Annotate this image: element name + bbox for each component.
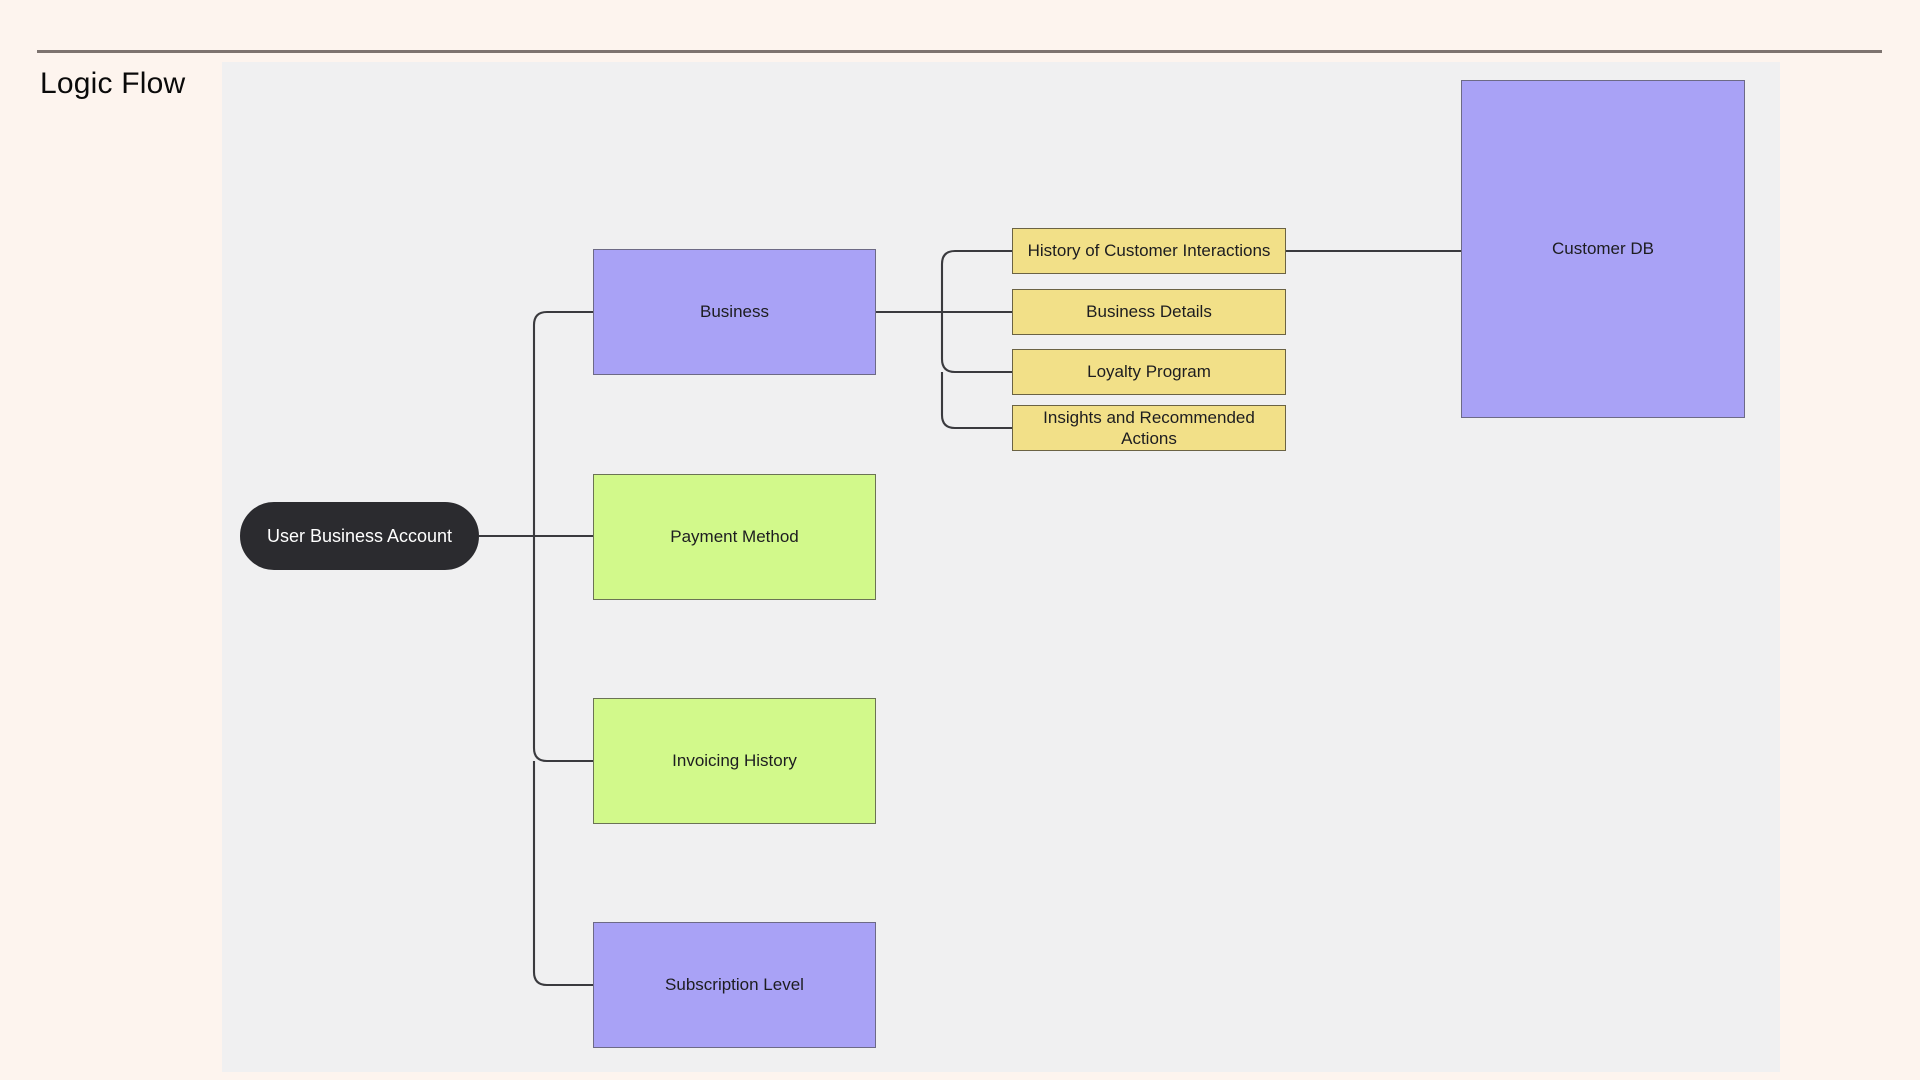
page-title: Logic Flow (40, 67, 186, 100)
node-label: Insights and Recommended Actions (1043, 407, 1255, 448)
node-label: Payment Method (670, 527, 799, 547)
node-customer-db[interactable]: Customer DB (1461, 80, 1745, 418)
node-insights-and-recommended-actions[interactable]: Insights and Recommended Actions (1012, 405, 1286, 451)
node-business-details[interactable]: Business Details (1012, 289, 1286, 335)
node-label: Invoicing History (672, 751, 797, 771)
node-history-of-customer-interactions[interactable]: History of Customer Interactions (1012, 228, 1286, 274)
node-label: Subscription Level (665, 975, 804, 995)
node-label: History of Customer Interactions (1027, 241, 1271, 261)
node-payment-method[interactable]: Payment Method (593, 474, 876, 600)
node-label: Business Details (1086, 302, 1212, 322)
node-label: User Business Account (266, 525, 453, 546)
node-loyalty-program[interactable]: Loyalty Program (1012, 349, 1286, 395)
node-subscription-level[interactable]: Subscription Level (593, 922, 876, 1048)
node-label: Customer DB (1551, 239, 1655, 259)
node-label: Business (700, 302, 769, 322)
node-user-business-account[interactable]: User Business Account (240, 502, 479, 570)
node-label: Loyalty Program (1087, 362, 1211, 382)
node-invoicing-history[interactable]: Invoicing History (593, 698, 876, 824)
header-divider (37, 50, 1882, 53)
node-business[interactable]: Business (593, 249, 876, 375)
